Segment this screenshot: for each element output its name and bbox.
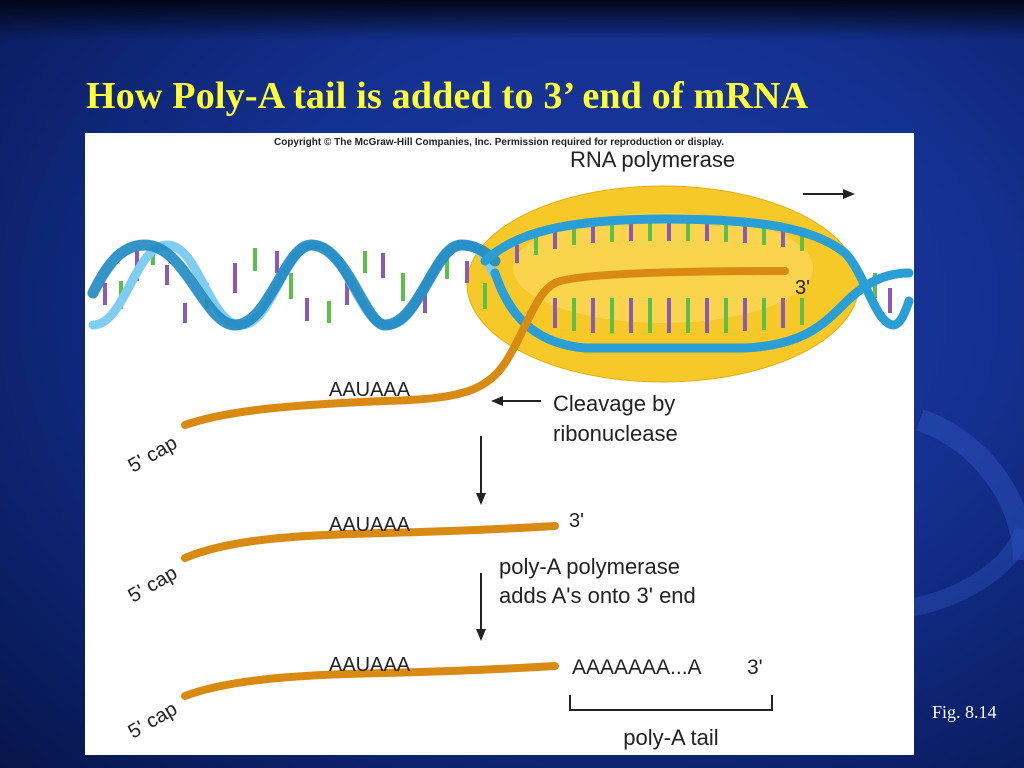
five-prime-cap-label-2: 5' cap <box>125 562 182 607</box>
three-prime-label-top: 3' <box>795 277 810 299</box>
polyadenylation-diagram: Copyright © The McGraw-Hill Companies, I… <box>87 137 914 750</box>
figure-panel: Copyright © The McGraw-Hill Companies, I… <box>85 133 914 755</box>
signal-sequence-label-3: AAUAAA <box>329 654 411 676</box>
direction-arrow-icon <box>803 189 855 199</box>
signal-sequence-label-1: AAUAAA <box>329 379 411 401</box>
polyadenylated-mrna-strand <box>181 662 559 700</box>
three-prime-label-mid: 3' <box>569 510 584 532</box>
cleavage-arrow-icon <box>491 396 541 406</box>
dna-base-pairs <box>103 223 892 333</box>
down-arrow-icon-2 <box>476 573 486 641</box>
polyA-sequence-label: AAAAAAA...A <box>572 656 702 679</box>
polymerase-highlight <box>513 213 813 323</box>
copyright-text: Copyright © The McGraw-Hill Companies, I… <box>274 137 724 148</box>
polyA-tail-bracket <box>569 695 773 711</box>
dna-double-helix <box>87 214 914 353</box>
polyA-tail-label: poly-A tail <box>623 725 718 750</box>
nascent-rna-strand <box>181 267 789 429</box>
rna-polymerase-label: RNA polymerase <box>570 147 735 172</box>
five-prime-cap-label-3: 5' cap <box>125 698 182 743</box>
five-prime-cap-label-1: 5' cap <box>125 432 182 477</box>
signal-sequence-label-2: AAUAAA <box>329 514 411 536</box>
slide-title: How Poly-A tail is added to 3’ end of mR… <box>86 75 809 117</box>
cleavage-label-line2: ribonuclease <box>553 421 678 446</box>
three-prime-label-bottom: 3' <box>747 656 763 679</box>
rna-polymerase-ellipse <box>466 185 860 383</box>
background-swoosh <box>900 409 1024 619</box>
down-arrow-icon-1 <box>476 436 486 505</box>
polyA-step-label-line1: poly-A polymerase <box>499 554 680 579</box>
polyA-step-label-line2: adds A's onto 3' end <box>499 583 696 608</box>
figure-reference: Fig. 8.14 <box>932 702 997 722</box>
cleaved-mrna-strand <box>181 522 559 562</box>
cleavage-label-line1: Cleavage by <box>553 391 675 416</box>
top-dark-band <box>0 0 1024 40</box>
